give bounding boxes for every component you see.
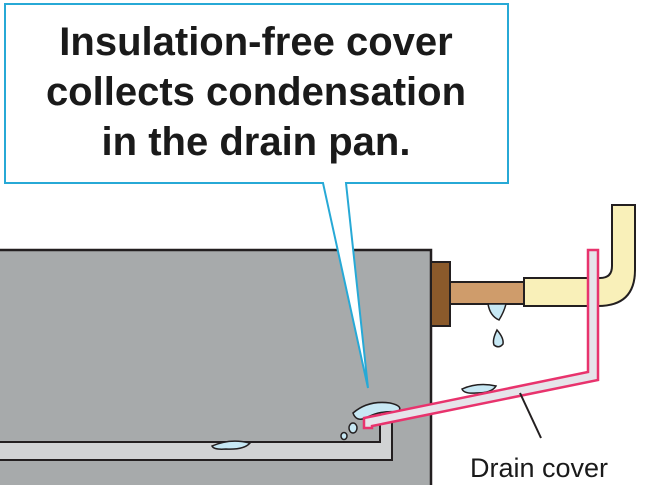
dripping-water: [487, 303, 507, 348]
callout-line-1: Insulation-free cover: [59, 20, 452, 64]
callout-line-2: collects condensation: [46, 70, 466, 114]
pipe-fitting: [430, 261, 451, 327]
copper-pipe: [449, 281, 526, 305]
callout-box: [4, 3, 509, 389]
drain-cover-leader: [519, 392, 542, 439]
drain-cover-label: Drain cover: [470, 453, 608, 483]
insulation-tube: [523, 204, 636, 307]
drain-cover: [362, 248, 600, 430]
condensation-droplets: [210, 383, 498, 450]
callout-line-3: in the drain pan.: [102, 120, 411, 164]
